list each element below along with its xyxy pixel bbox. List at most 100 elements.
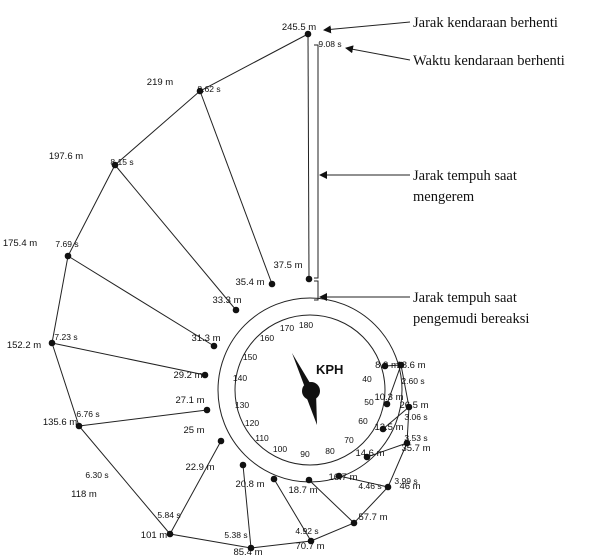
reaction-distance-labels: 8.3 m10.3 m12.5 m14.6 m16.7 m18.7 m20.8 … [173,260,403,496]
reaction-distance-label: 37.5 m [273,260,302,271]
stopping-time-labels: 2.60 s3.06 s3.53 s3.99 s4.46 s4.92 s5.38… [54,39,427,540]
braking-spoke [307,33,310,280]
stopping-distance-label: 197.6 m [49,151,83,162]
stopping-point [405,403,413,411]
reaction-bracket [314,280,319,301]
speed-label: 70 [344,435,354,445]
stopping-time-label: 7.23 s [54,332,77,342]
braking-spoke [386,364,402,405]
speed-label: 60 [358,416,368,426]
braking-bracket [314,44,319,279]
speed-label: 120 [245,418,259,428]
reaction-point [239,461,247,469]
stopping-point [384,483,392,491]
reaction-distance-label: 31.3 m [191,333,220,344]
stopping-point [166,530,174,538]
reaction-point [381,362,389,370]
reaction-distance-label: 25 m [183,425,204,436]
stopping-point [64,252,72,260]
stopping-time-label: 5.38 s [224,530,247,540]
stopping-point [307,537,315,545]
braking-spoke [67,255,215,347]
stopping-distance-label: 175.4 m [3,238,37,249]
stopping-distance-label: 245.5 m [282,22,316,33]
stopping-time-label: 3.06 s [404,412,427,422]
braking-spoke [338,475,389,488]
speed-label: 100 [273,444,287,454]
stopping-point [196,87,204,95]
stopping-distance-label: 57.7 m [358,512,387,523]
braking-spoke [114,164,237,311]
speed-label: 150 [243,352,257,362]
reaction-distance-label: 33.3 m [212,295,241,306]
braking-spoke [382,406,410,430]
stopping-distance-label: 219 m [147,77,173,88]
stopping-distance-label: 135.6 m [43,417,77,428]
speed-label: 170 [280,323,294,333]
stopping-time-label: 6.30 s [85,470,108,480]
reaction-distance-label: 12.5 m [374,422,403,433]
reaction-distance-label: 29.2 m [173,370,202,381]
reaction-point [383,400,391,408]
stopping-point [247,544,255,552]
speed-label: 50 [364,397,374,407]
reaction-distance-label: 18.7 m [288,485,317,496]
speed-label: 130 [235,400,249,410]
reaction-point [305,275,313,283]
speed-label: 180 [299,320,313,330]
stopping-time-label: 3.53 s [404,433,427,443]
reaction-point [201,371,209,379]
stopping-point [111,161,119,169]
braking-spoke [51,342,206,376]
stopping-time-label: 5.84 s [157,510,180,520]
reaction-distance-label: 10.3 m [374,392,403,403]
reaction-point [210,342,218,350]
braking-spoke [169,440,222,535]
braking-spoke [242,464,252,549]
reaction-point [379,425,387,433]
stopping-distance-label: 85.4 m [233,547,262,558]
stopping-distance-label: 46 m [399,481,420,492]
gauge-hub [302,382,320,400]
reaction-distance-label: 27.1 m [175,395,204,406]
stopping-time-label: 4.46 s [358,481,381,491]
reaction-point [363,453,371,461]
stopping-point [48,339,56,347]
stopping-point [397,361,405,369]
stopping-distance-label: 101 m [141,530,167,541]
braking-spoke [273,478,312,542]
reaction-point [217,437,225,445]
stopping-time-label: 3.99 s [394,476,417,486]
stopping-distance-label: 70.7 m [295,541,324,552]
stopping-distance-label: 35.7 m [401,443,430,454]
speed-label: 160 [260,333,274,343]
stopping-time-label: 2.60 s [401,376,424,386]
stopping-distance-label: 18.6 m [396,360,425,371]
speed-label: 110 [255,433,269,443]
reaction-distance-label: 35.4 m [235,277,264,288]
braking-spoke [308,479,355,524]
reaction-distance-label: 8.3 m [375,360,399,371]
stopping-point [350,519,358,527]
reaction-distance-label: 14.6 m [355,448,384,459]
reaction-point [232,306,240,314]
reaction-point [270,475,278,483]
annotation-reaction-line-2: pengemudi bereaksi [413,311,529,327]
braking-spokes [48,30,413,552]
reaction-point [203,406,211,414]
stopping-time-label: 8.15 s [110,157,133,167]
annotation-reaction-line-1: Jarak tempuh saat [413,290,517,306]
stopping-time-label: 8.62 s [197,84,220,94]
stopping-point [304,30,312,38]
speed-label: 140 [233,373,247,383]
speed-label: 80 [325,446,335,456]
braking-spoke [78,409,208,427]
annotation-braking-line-1: Jarak tempuh saat [413,168,517,184]
stopping-time-label: 6.76 s [76,409,99,419]
stopping-distance-label: 118 m [71,489,97,500]
speed-ring-inner [234,314,386,466]
reaction-point [335,472,343,480]
annotation-braking-line-2: mengerem [413,189,475,205]
